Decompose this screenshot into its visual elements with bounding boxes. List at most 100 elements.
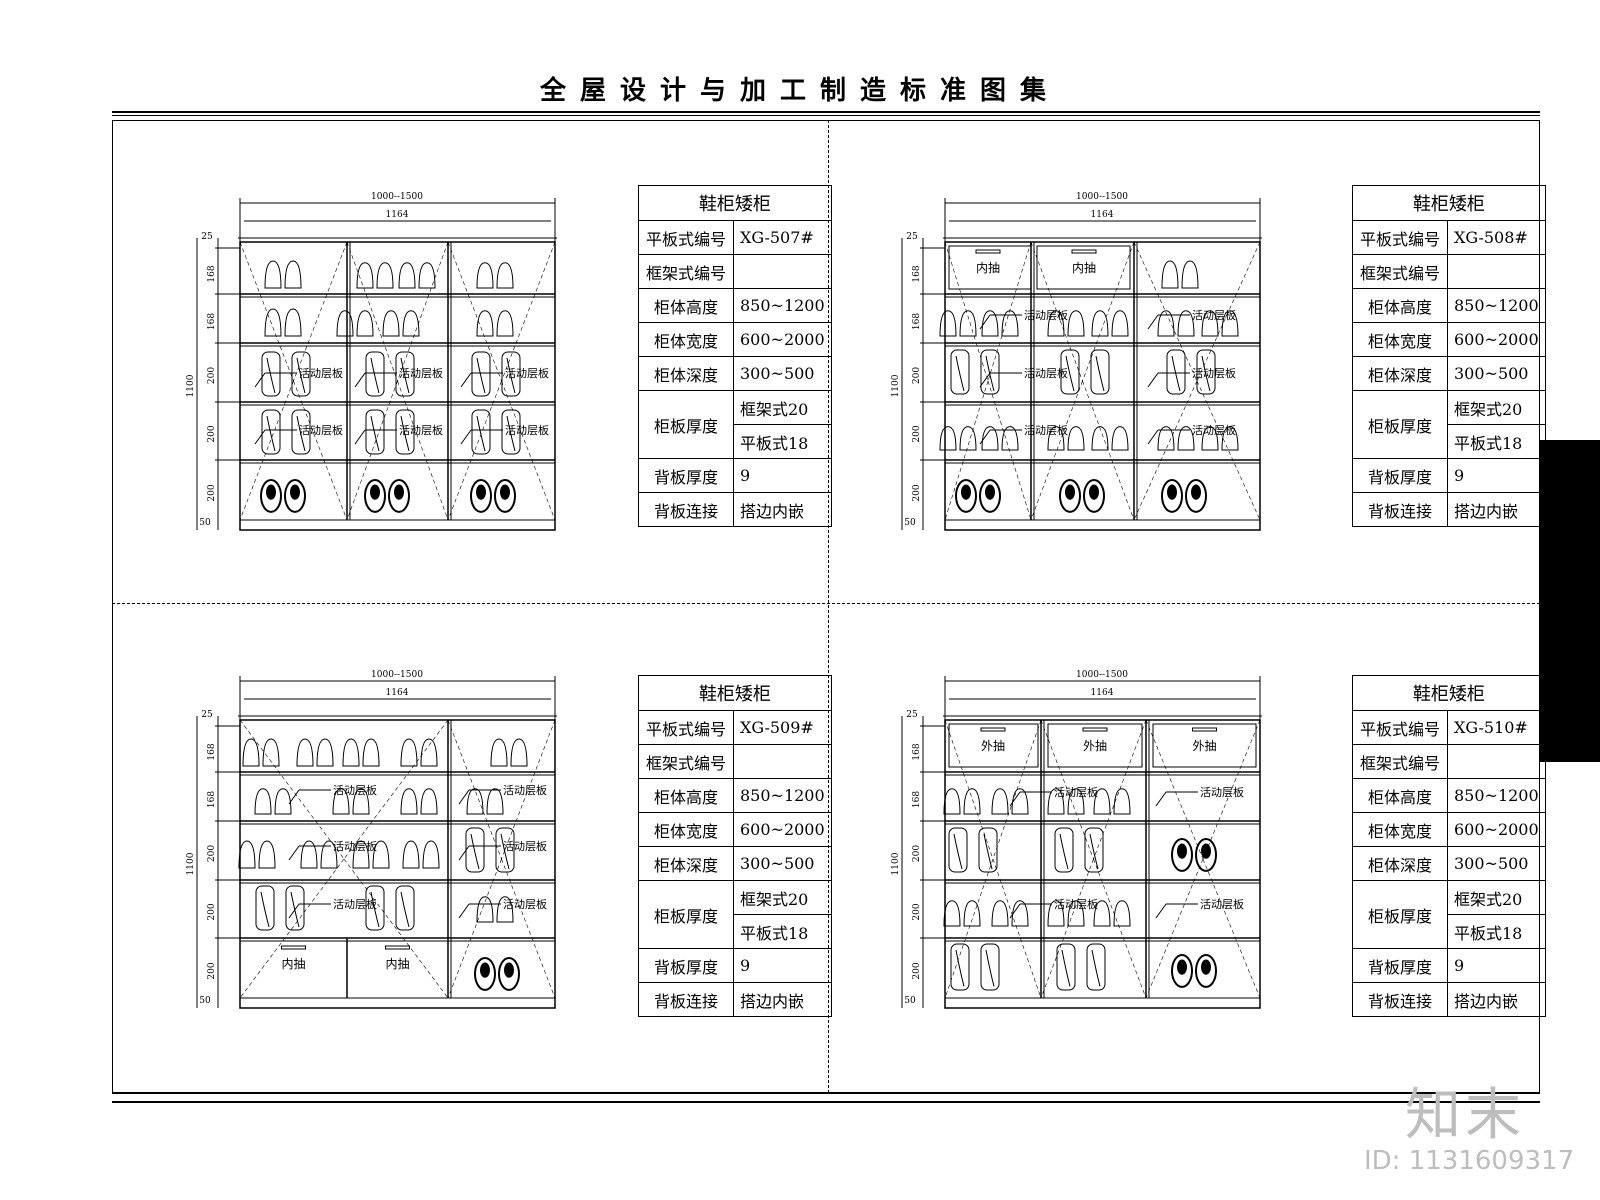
shoe-icon [402, 840, 420, 869]
boot-icon [285, 885, 305, 931]
table-heading: 鞋柜矮柜 [1352, 675, 1546, 711]
boot-icon [506, 357, 516, 394]
shoe-icon [504, 962, 514, 978]
boot-icon [365, 351, 385, 397]
shoe-icon [963, 788, 981, 815]
spec-value: 框架式20 [733, 880, 832, 915]
shoe-icon [1047, 310, 1065, 337]
dim-top-offset: 25 [906, 710, 918, 720]
drawer-front [1036, 245, 1131, 290]
dim-overall-width: 1000--1500 [1076, 192, 1128, 202]
shoe-icon [364, 478, 386, 513]
drawer-handle [975, 249, 1001, 254]
boot-icon [1060, 349, 1080, 395]
shoe-icon [336, 310, 354, 337]
spec-value: 9 [1447, 458, 1546, 493]
spec-value: 框架式20 [1447, 390, 1546, 425]
shoe-icon [1195, 837, 1217, 872]
boot-icon [261, 409, 281, 455]
shoe-icon [979, 478, 1001, 513]
spec-key: 平板式编号 [638, 220, 734, 255]
shoe-icon [300, 840, 318, 869]
label-movable-shelf: 活动层板 [399, 423, 443, 437]
boot-icon [1065, 355, 1075, 392]
spec-key: 背板连接 [638, 982, 734, 1017]
shoe-icon [1201, 843, 1211, 859]
shoe-icon [1177, 426, 1195, 451]
dim-base-offset: 50 [904, 518, 916, 528]
leader-line [1147, 314, 1159, 330]
shoe-icon [284, 260, 302, 289]
table-row: 框架式编号 [1352, 254, 1546, 289]
door-swing-line [239, 380, 294, 521]
door-swing-line [501, 380, 556, 521]
shoe-icon [1111, 310, 1129, 337]
shoe-icon [1221, 426, 1239, 451]
quadrant-divider-horizontal [112, 603, 1540, 604]
leader-line [1147, 429, 1159, 445]
spec-value: 搭边内嵌 [733, 982, 832, 1017]
shoe-icon [991, 788, 1009, 815]
watermark-id: ID: 1131609317 [1364, 1146, 1575, 1176]
door-swing-line [1133, 241, 1198, 382]
door-swing-line [447, 858, 502, 999]
label-drawer: 外抽 [1192, 739, 1216, 753]
dim-row-height: 200 [912, 484, 922, 501]
spec-key: 柜体深度 [1352, 356, 1448, 391]
spec-key: 柜体深度 [638, 846, 734, 881]
spec-key: 柜体高度 [1352, 288, 1448, 323]
leader-line [354, 372, 366, 388]
boot-icon [1091, 949, 1101, 987]
spec-key: 柜体深度 [1352, 846, 1448, 881]
door-swing-line [447, 380, 502, 521]
boot-icon [400, 415, 410, 452]
cabinet-drawing-xg509: 1000--1500116411002516816820020020050活动层… [186, 670, 557, 1009]
shoe-icon [422, 840, 440, 869]
door-swing-line [239, 241, 294, 382]
door-swing-line [1082, 241, 1135, 382]
boot-icon [983, 833, 993, 870]
shoe-icon [476, 310, 494, 337]
shoe-icon [1001, 426, 1019, 451]
boot-icon [266, 415, 276, 452]
spec-value: 9 [733, 948, 832, 983]
label-drawer: 外抽 [1083, 739, 1107, 753]
door-swing-line [447, 719, 502, 860]
shoe-icon [939, 426, 957, 451]
drawer-handle [281, 945, 306, 950]
dim-row-height: 168 [912, 265, 922, 282]
dim-base-offset: 50 [199, 996, 211, 1006]
spec-value [1447, 744, 1546, 779]
dim-inner-width: 1164 [1091, 688, 1114, 698]
shoe-icon [1221, 310, 1239, 337]
leader-line [1147, 372, 1159, 388]
label-movable-shelf: 活动层板 [1024, 308, 1068, 322]
leader-line [354, 429, 366, 445]
shoe-icon [376, 262, 394, 289]
boot-icon [296, 415, 306, 452]
boot-icon [1201, 355, 1211, 392]
shoe-icon [1093, 900, 1111, 927]
leader-line [288, 845, 300, 861]
quadrant-divider-vertical [828, 120, 829, 1093]
boot-icon [948, 827, 968, 873]
spec-value: 搭边内嵌 [733, 492, 832, 527]
shoe-icon [985, 484, 995, 500]
table-row: 柜板厚度框架式20 [1352, 880, 1546, 949]
label-movable-shelf: 活动层板 [1024, 366, 1068, 380]
shoe-icon [955, 478, 977, 513]
dim-row-height: 200 [207, 367, 217, 384]
boot-icon [1166, 349, 1186, 395]
door-swing-line [343, 719, 449, 860]
cabinet-drawing-xg510: 1000--1500116411002516816820020020050外抽外… [891, 670, 1262, 1009]
label-movable-shelf: 活动层板 [503, 897, 547, 911]
